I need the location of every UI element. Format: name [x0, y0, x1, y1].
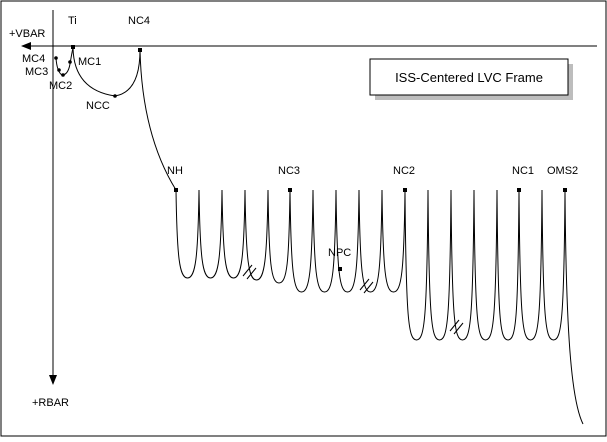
- marker-npc: [338, 267, 342, 271]
- marker-ti: [71, 45, 75, 49]
- label-mc1: MC1: [78, 56, 101, 68]
- nc4-to-nh-trajectory: [139, 49, 177, 191]
- diagram-title: ISS-Centered LVC Frame: [395, 70, 543, 85]
- label-nc3: NC3: [278, 165, 300, 177]
- label-ti: Ti: [68, 15, 77, 27]
- label-nc2: NC2: [393, 165, 415, 177]
- marker-nc2: [403, 188, 407, 192]
- break-mark-2: [359, 278, 374, 294]
- label-mc2: MC2: [49, 80, 72, 92]
- scallop-trajectory: [175, 189, 584, 425]
- label-mc4: MC4: [22, 53, 45, 65]
- marker-mc3: [57, 68, 61, 72]
- marker-mc2: [61, 73, 65, 77]
- label-nc4: NC4: [128, 15, 150, 27]
- marker-ncc: [113, 94, 117, 98]
- label-ncc: NCC: [86, 100, 110, 112]
- break-mark-3: [449, 319, 464, 335]
- label-oms2: OMS2: [547, 165, 578, 177]
- marker-nc1: [517, 188, 521, 192]
- vbar-label: +VBAR: [9, 28, 45, 40]
- marker-nh: [174, 188, 178, 192]
- label-nc1: NC1: [512, 165, 534, 177]
- marker-nc3: [288, 188, 292, 192]
- break-mark-1: [242, 264, 257, 280]
- rbar-label: +RBAR: [32, 397, 69, 409]
- label-mc3: MC3: [25, 66, 48, 78]
- marker-oms2: [563, 188, 567, 192]
- marker-mc4: [54, 56, 58, 60]
- marker-nc4: [138, 48, 142, 52]
- label-nh: NH: [167, 165, 183, 177]
- title-box: [369, 58, 569, 96]
- label-npc: NPC: [328, 247, 351, 259]
- marker-mc1: [68, 60, 72, 64]
